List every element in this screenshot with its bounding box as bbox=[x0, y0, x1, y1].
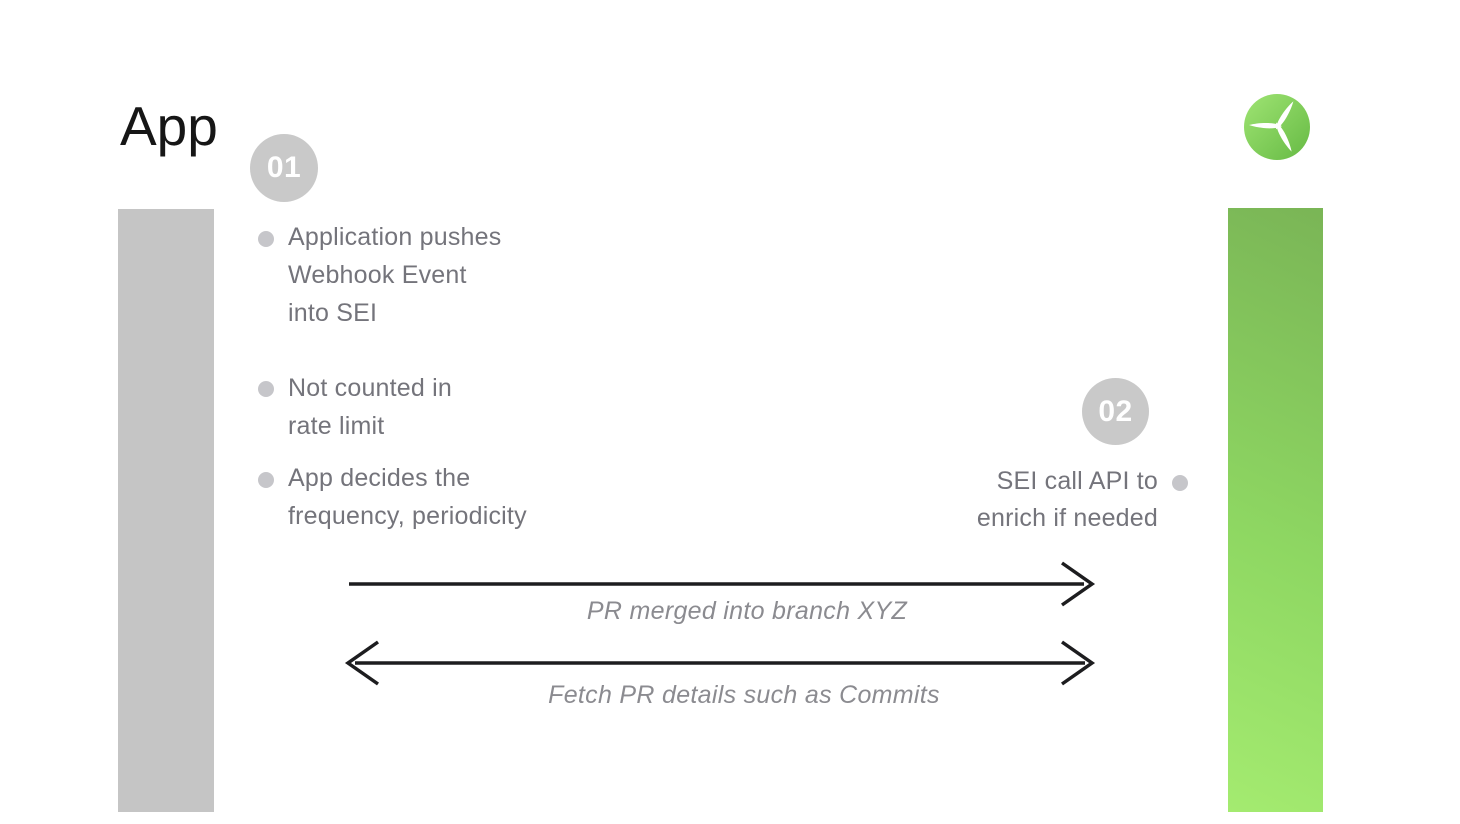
bullet-icon bbox=[258, 381, 274, 397]
list-item-line: Webhook Event bbox=[288, 261, 467, 289]
propeller-icon bbox=[1244, 94, 1310, 160]
bullet-icon bbox=[258, 472, 274, 488]
arrow-right bbox=[349, 561, 1096, 607]
page-title: App bbox=[120, 95, 218, 157]
bullet-icon bbox=[1172, 475, 1188, 491]
list-item-line: SEI call API to bbox=[996, 467, 1158, 495]
step-2-badge: 02 bbox=[1082, 378, 1149, 445]
sei-lane-bar bbox=[1228, 208, 1323, 812]
bullet-icon bbox=[258, 231, 274, 247]
propelo-logo bbox=[1244, 94, 1310, 160]
list-item-line: Application pushes bbox=[288, 223, 502, 251]
step-1-badge: 01 bbox=[250, 134, 318, 202]
list-item: Application pushes Webhook Event into SE… bbox=[288, 218, 501, 332]
list-item: SEI call API to enrich if needed bbox=[977, 463, 1158, 537]
list-item-line: enrich if needed bbox=[976, 504, 1158, 532]
arrow-label-pr-merged: PR merged into branch XYZ bbox=[586, 597, 908, 625]
list-item-line: frequency, periodicity bbox=[288, 502, 527, 530]
list-item: Not counted in rate limit bbox=[288, 369, 452, 445]
list-item-line: into SEI bbox=[288, 299, 378, 327]
list-item-line: App decides the bbox=[288, 464, 471, 492]
app-lane-bar bbox=[118, 209, 214, 812]
list-item: App decides the frequency, periodicity bbox=[288, 459, 527, 535]
arrow-double bbox=[344, 640, 1096, 686]
arrow-label-fetch-pr: Fetch PR details such as Commits bbox=[548, 681, 940, 709]
list-item-line: Not counted in bbox=[288, 374, 453, 402]
list-item-line: rate limit bbox=[288, 412, 385, 440]
